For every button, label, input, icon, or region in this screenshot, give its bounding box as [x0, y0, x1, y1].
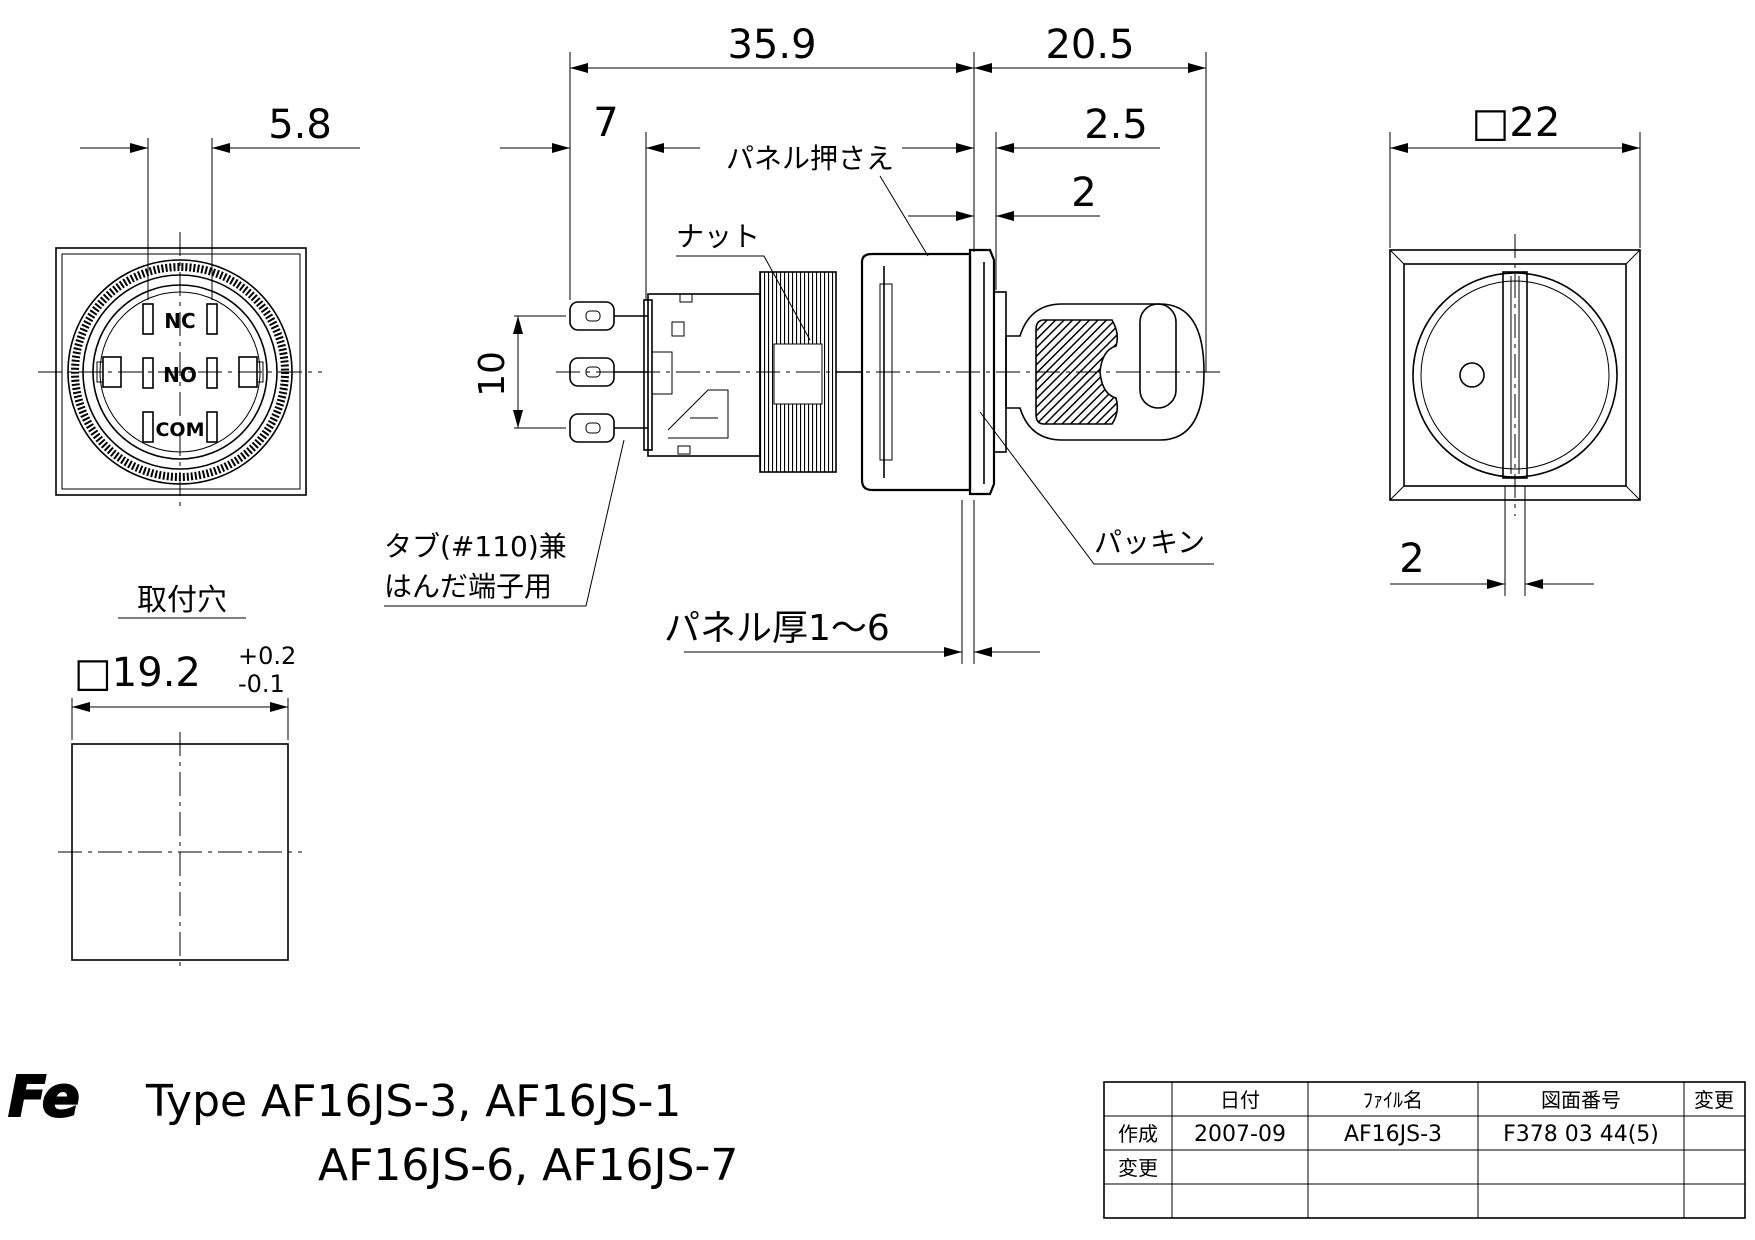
dim-square-size: □22	[1472, 100, 1561, 146]
row-created-drawing-number: F378 03 44(5)	[1503, 1122, 1659, 1147]
dim-key-width: 2	[1399, 536, 1424, 582]
terminal-com-label: COM	[155, 419, 204, 441]
dim-pitch-10: 10	[472, 351, 513, 397]
type-line-2: AF16JS-6, AF16JS-7	[318, 1140, 738, 1191]
tab-label-line2: はんだ端子用	[384, 570, 552, 603]
key-view: □22 2	[1389, 100, 1641, 596]
header-drawing-number: 図面番号	[1541, 1088, 1621, 1112]
dim-hole-tol-plus: +0.2	[238, 642, 296, 670]
row-created-date: 2007-09	[1194, 1122, 1286, 1147]
front-view: NC NO COM 5.8	[38, 102, 360, 512]
nut-label: ナット	[676, 220, 760, 253]
type-line-1: Type AF16JS-3, AF16JS-1	[145, 1076, 681, 1127]
brand-logo: Fe	[8, 1065, 80, 1130]
row-created-file: AF16JS-3	[1344, 1122, 1442, 1147]
title-block-table: 日付 ﾌｧｲﾙ名 図面番号 変更 作成 2007-09 AF16JS-3 F37…	[1103, 1081, 1746, 1219]
packing-label: パッキン	[1094, 526, 1205, 559]
dim-hole-tol-minus: -0.1	[238, 670, 285, 698]
row-created-label: 作成	[1118, 1122, 1158, 1146]
header-date: 日付	[1220, 1088, 1260, 1112]
tab-label-line1: タブ(#110)兼	[384, 530, 567, 563]
header-change: 変更	[1694, 1088, 1734, 1112]
dim-hole-size: □19.2	[74, 650, 201, 696]
dim-terminal-pitch: 5.8	[268, 102, 332, 148]
side-view: 35.9 20.5 7 パネル押さえ 2.5 2 ナット	[384, 22, 1226, 664]
title-area: Fe Type AF16JS-3, AF16JS-1 AF16JS-6, AF1…	[7, 1064, 738, 1191]
mounting-hole-view: 取付穴 □19.2 +0.2 -0.1	[58, 583, 302, 972]
dim-key-length: 20.5	[1045, 22, 1134, 68]
dim-overall-length: 35.9	[727, 22, 816, 68]
panel-thickness-label: パネル厚1～6	[664, 608, 890, 649]
row-change-label: 変更	[1118, 1156, 1158, 1180]
dim-flange-2-5: 2.5	[1084, 102, 1148, 148]
dim-terminal-offset: 7	[593, 100, 618, 146]
mounting-hole-label: 取付穴	[137, 583, 227, 618]
dim-flange-2: 2	[1071, 170, 1096, 216]
panel-holder-label: パネル押さえ	[726, 142, 894, 175]
header-file-name: ﾌｧｲﾙ名	[1363, 1088, 1423, 1112]
